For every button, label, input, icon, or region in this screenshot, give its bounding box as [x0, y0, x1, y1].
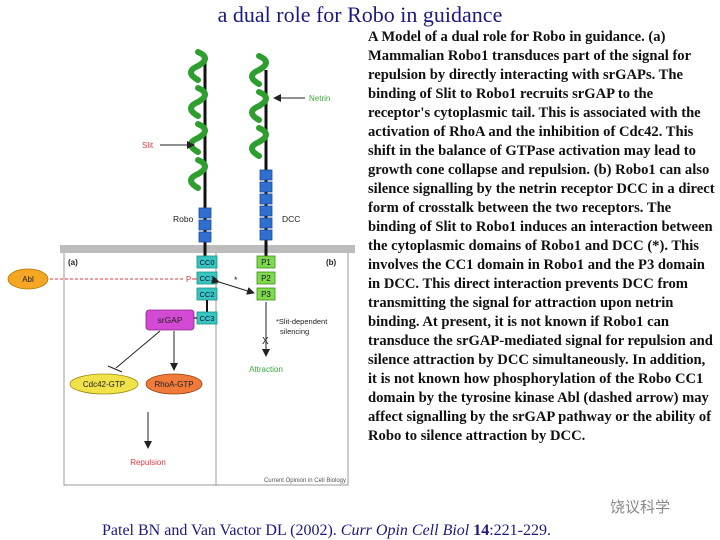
- srgap-inhibit-cdc42: [115, 330, 161, 369]
- cc2-label: CC2: [199, 290, 214, 299]
- robo-cc-domains: CC0 CC1 CC2 CC3: [196, 255, 218, 325]
- cell-membrane: [60, 245, 355, 253]
- slit-silencing-label-2: silencing: [280, 327, 309, 336]
- citation: Patel BN and Van Vactor DL (2002). Curr …: [102, 522, 551, 540]
- dcc-label: DCC: [282, 214, 300, 224]
- p3-label: P3: [261, 290, 271, 299]
- phospho-p-label: P: [186, 275, 191, 284]
- robo-extracellular-domains: [198, 207, 212, 243]
- p2-box: [256, 271, 276, 285]
- citation-pages: :221-229.: [489, 522, 552, 539]
- repulsion-label: Repulsion: [130, 458, 166, 467]
- inhibit-bar: [107, 365, 123, 373]
- abl-label: Abl: [22, 275, 34, 284]
- cdc42-gtp: [69, 373, 139, 395]
- rhoa-gtp: [145, 373, 203, 395]
- citation-volume: 14: [473, 522, 490, 539]
- dcc-extracellular-domains: [259, 169, 273, 241]
- dcc-p-domains: P1 P2 P3: [256, 255, 276, 301]
- cc3-label: CC3: [199, 314, 214, 323]
- cdc42-label: Cdc42-GTP: [83, 380, 125, 389]
- watermark: 饶议科学: [608, 496, 673, 517]
- citation-journal: Curr Opin Cell Biol: [340, 522, 470, 539]
- silencing-x: X: [262, 336, 269, 347]
- panel-a-label: (a): [68, 258, 78, 267]
- robo-dual-role-diagram: CC0 CC1 CC2 CC3 P1 P2 P3 Slit Netrin Rob…: [7, 49, 355, 486]
- slide-title: a dual role for Robo in guidance: [217, 2, 503, 27]
- robo-label: Robo: [173, 214, 194, 224]
- cc1-p3-interaction-arrow: [211, 276, 255, 295]
- p3-box: [256, 287, 276, 301]
- panel-frame: [63, 249, 349, 486]
- citation-authors: Patel BN and Van Vactor DL (2002).: [102, 522, 337, 539]
- netrin-label: Netrin: [309, 94, 330, 103]
- srgap-label: srGAP: [157, 315, 182, 325]
- slit-ligand: [188, 49, 208, 191]
- slit-label: Slit: [142, 141, 154, 150]
- abl-kinase: [7, 268, 49, 290]
- cc1-label: CC1: [199, 274, 214, 283]
- netrin-ligand: [249, 53, 269, 159]
- p1-box: [256, 255, 276, 269]
- cc0-label: CC0: [199, 258, 214, 267]
- srgap-box: [145, 309, 195, 331]
- rhoa-label: RhoA-GTP: [154, 380, 193, 389]
- attraction-label: Attraction: [249, 365, 283, 374]
- panel-b-label: (b): [326, 258, 337, 267]
- source-credit: Current Opinion in Cell Biology: [264, 478, 346, 484]
- slit-silencing-label-1: *Slit-dependent: [276, 317, 328, 326]
- p2-label: P2: [261, 274, 271, 283]
- interaction-star: *: [234, 275, 238, 285]
- figure-caption: A Model of a dual role for Robo in guida…: [368, 29, 715, 444]
- cc0-box: [196, 255, 218, 269]
- p1-label: P1: [261, 258, 271, 267]
